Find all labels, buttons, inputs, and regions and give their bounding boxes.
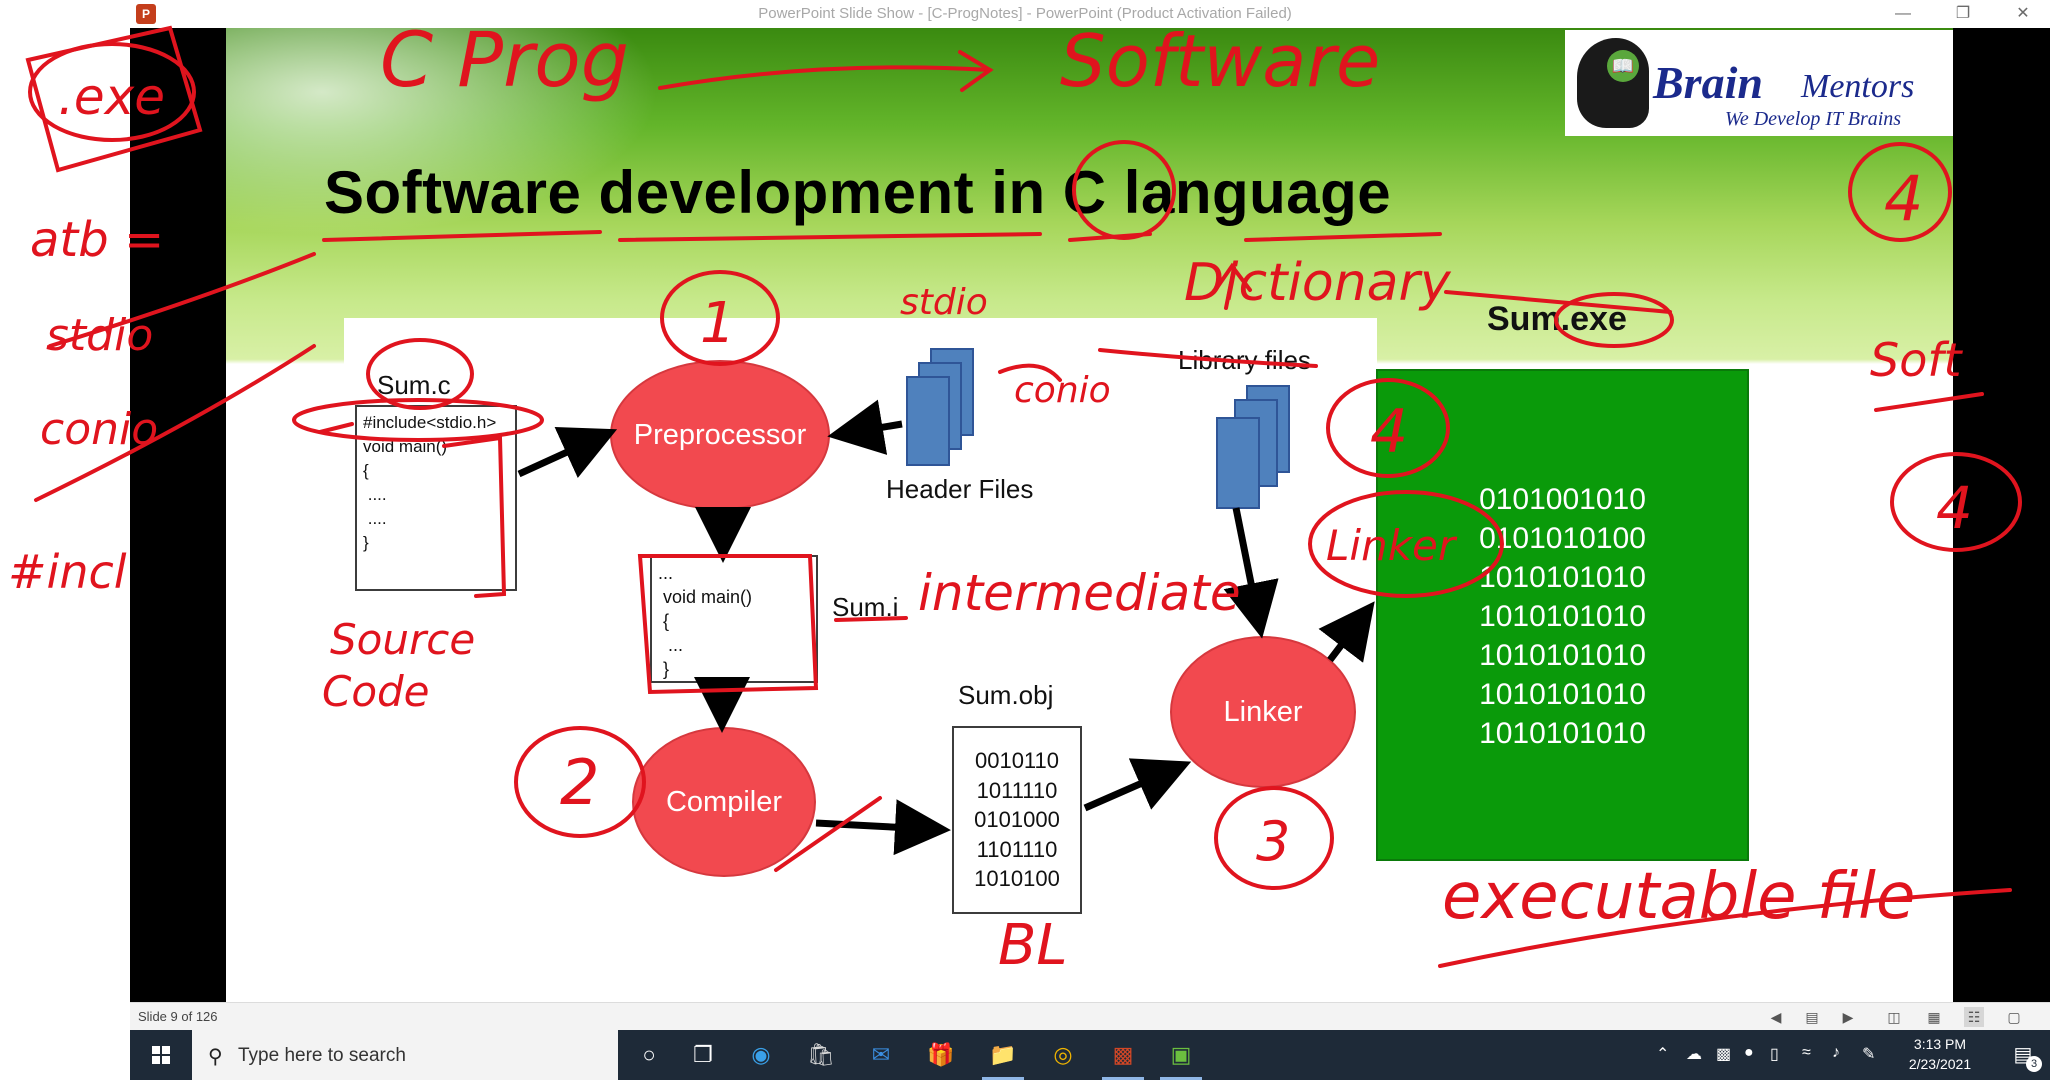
slide-background-glow (226, 28, 686, 248)
meet-now-icon[interactable]: ▩ (1716, 1046, 1732, 1063)
svg-text:Dictionary: Dictionary (1184, 253, 1452, 313)
ink-texts: C Prog Software .exe atb = stdio conio #… (8, 15, 1973, 978)
store-icon[interactable]: 🛍 (807, 1042, 835, 1067)
library-file-doc-icon (1216, 417, 1260, 509)
restore-button[interactable]: ❐ (1955, 5, 1971, 22)
slide-menu-icon[interactable]: ▤ (1805, 1009, 1819, 1025)
svg-text:Software: Software (1060, 19, 1380, 103)
source-file-label: Sum.c (377, 370, 451, 400)
powerpoint-icon: P (136, 4, 156, 24)
object-file-label: Sum.obj (958, 680, 1054, 710)
preprocessor-node: Preprocessor (610, 360, 830, 510)
chrome-icon[interactable]: ◎ (1053, 1042, 1073, 1067)
header-files-label: Header Files (886, 474, 1034, 504)
arrow-headers-to-preprocessor (827, 399, 903, 455)
logo-brand-word2: Mentors (1801, 68, 1915, 105)
svg-text:4: 4 (1370, 397, 1408, 467)
object-code-box: 0010110 1011110 0101000 1101110 1010100 (952, 726, 1082, 914)
executable-bits: 0101001010 0101010100 1010101010 1010101… (1479, 483, 1646, 750)
notification-count-badge: 3 (2026, 1056, 2042, 1072)
microphone-icon[interactable]: ● (1744, 1044, 1754, 1061)
svg-text:stdio: stdio (900, 282, 988, 323)
slide-show-icon[interactable]: ▢ (2007, 1009, 2021, 1025)
svg-text:4: 4 (1884, 162, 1923, 235)
svg-text:atb =: atb = (30, 212, 164, 268)
executable-file-box (1376, 369, 1749, 861)
volume-icon[interactable]: ♪ (1832, 1044, 1840, 1061)
svg-text:conio: conio (1014, 370, 1111, 411)
logo-tagline: We Develop IT Brains (1725, 108, 1902, 130)
clock-date: 2/23/2021 (1908, 1056, 1972, 1072)
svg-text:3: 3 (1256, 810, 1290, 873)
file-explorer-icon[interactable]: 📁 (976, 1035, 1030, 1080)
svg-text:#incl: #incl (8, 545, 127, 599)
book-icon: 📖 (1607, 50, 1639, 82)
cortana-icon[interactable]: ○ (642, 1042, 656, 1067)
ink-strokes (25, 25, 2022, 968)
gift-app-icon[interactable]: 🎁 (927, 1042, 955, 1067)
intermediate-code-box: ... void main() { ... } (650, 555, 818, 683)
taskbar-search-box[interactable]: ⚲ Type here to search (192, 1030, 618, 1080)
windows-taskbar: ⚲ Type here to search ○ ❐ ◉ 🛍 ✉ 🎁 📁 ◎ ▩ … (130, 1030, 2050, 1080)
svg-text:conio: conio (40, 404, 158, 455)
onedrive-icon[interactable]: ☁ (1686, 1046, 1702, 1063)
wifi-icon[interactable]: ≈ (1802, 1044, 1811, 1061)
letterbox-left (130, 28, 226, 1002)
close-button[interactable]: ✕ (2016, 5, 2030, 22)
slide-sorter-icon[interactable]: ▦ (1927, 1009, 1941, 1025)
svg-text:4: 4 (1936, 474, 1973, 542)
previous-slide-icon[interactable]: ◀ (1770, 1009, 1782, 1025)
battery-icon[interactable]: ▯ (1770, 1046, 1779, 1063)
arrow-compiler-to-object (815, 799, 951, 856)
svg-text:1: 1 (700, 291, 736, 356)
taskbar-clock[interactable]: 3:13 PM 2/23/2021 (1890, 1034, 1990, 1074)
next-slide-icon[interactable]: ▶ (1842, 1009, 1854, 1025)
window-title-bar: P PowerPoint Slide Show - [C-ProgNotes] … (0, 0, 2050, 28)
slide-title: Software development in C language (324, 159, 1392, 226)
svg-text:executable file: executable file (1442, 860, 1915, 934)
svg-text:C Prog: C Prog (380, 15, 629, 104)
arrow-library-to-linker (1223, 507, 1279, 639)
compiler-node: Compiler (632, 727, 816, 877)
search-placeholder: Type here to search (238, 1045, 406, 1066)
search-icon: ⚲ (208, 1046, 223, 1068)
svg-text:Code: Code (322, 667, 430, 716)
window-title: PowerPoint Slide Show - [C-ProgNotes] - … (758, 5, 1292, 22)
svg-text:Soft: Soft (1870, 333, 1964, 387)
windows-logo-icon (152, 1046, 170, 1064)
brain-mentors-logo: 📖 Brain Mentors We Develop IT Brains (1565, 30, 1953, 136)
pen-icon[interactable]: ✎ (1862, 1046, 1876, 1063)
svg-text:2: 2 (560, 746, 599, 819)
clock-time: 3:13 PM (1913, 1036, 1967, 1052)
show-hidden-icons[interactable]: ⌃ (1656, 1046, 1670, 1063)
status-bar: Slide 9 of 126 ◀ ▤ ▶ ◫ ▦ ☷ ▢ (130, 1002, 2050, 1030)
header-file-doc-icon (906, 376, 950, 466)
slide-counter: Slide 9 of 126 (138, 1009, 218, 1024)
svg-text:intermediate: intermediate (918, 564, 1241, 622)
svg-text:BL: BL (998, 913, 1068, 978)
arrow-linker-to-exe (1318, 601, 1375, 663)
reading-view-icon[interactable]: ☷ (1964, 1007, 1984, 1027)
letterbox-right (1953, 28, 2050, 1002)
svg-text:.exe: .exe (58, 68, 165, 126)
svg-text:stdio: stdio (46, 310, 153, 361)
svg-text:Linker: Linker (1326, 521, 1458, 570)
edge-browser-icon[interactable]: ◉ (751, 1042, 771, 1067)
start-button[interactable] (130, 1030, 192, 1080)
arrow-object-to-linker (1083, 758, 1192, 812)
svg-text:Source: Source (330, 615, 475, 664)
arrow-source-to-preprocessor (517, 427, 618, 478)
powerpoint-taskbar-icon[interactable]: ▩ (1096, 1035, 1150, 1080)
minimize-button[interactable]: — (1895, 5, 1911, 22)
mail-icon[interactable]: ✉ (871, 1042, 891, 1067)
normal-view-icon[interactable]: ◫ (1887, 1009, 1901, 1025)
task-view-icon[interactable]: ❐ (693, 1042, 713, 1067)
logo-brand-word1: Brain (1653, 57, 1763, 108)
colorful-app-icon[interactable]: ▣ (1154, 1035, 1208, 1080)
